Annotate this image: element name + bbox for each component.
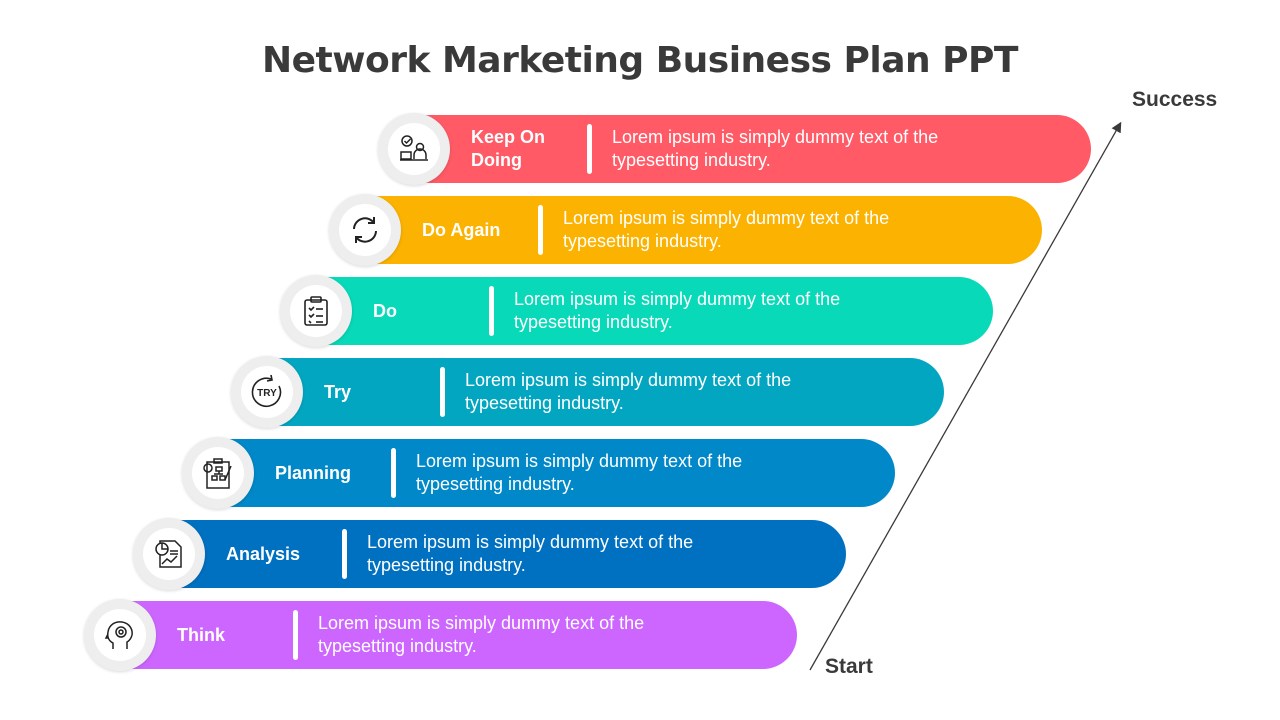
step-divider [489,286,494,336]
analysis-report-icon [143,528,195,580]
step-description: Lorem ipsum is simply dummy text of the … [367,532,694,575]
try-icon: TRY [241,366,293,418]
step-icon-circle [378,113,450,185]
step-label: Keep On Doing [471,127,546,170]
refresh-icon [339,204,391,256]
step-bar [120,601,797,669]
step-icon-circle [133,518,205,590]
start-label: Start [825,655,873,678]
step-label: Planning [275,462,351,483]
step-label: Do Again [422,219,501,240]
step-do-again: Do Again Lorem ipsum is simply dummy text… [0,194,1280,266]
step-description: Lorem ipsum is simply dummy text of the … [465,370,792,413]
page-title: Network Marketing Business Plan PPT [262,40,1019,81]
step-divider [587,124,592,174]
step-try: TRY Try Lorem ipsum is simply dummy text o… [0,356,1280,428]
step-bar [414,115,1091,183]
step-label: Think [177,624,225,645]
svg-text:TRY: TRY [257,388,277,399]
step-description: Lorem ipsum is simply dummy text of the … [416,451,743,494]
step-divider [293,610,298,660]
step-description: Lorem ipsum is simply dummy text of the … [514,289,841,332]
step-icon-circle [329,194,401,266]
step-description: Lorem ipsum is simply dummy text of the … [612,127,939,170]
step-bar [218,439,895,507]
step-divider [342,529,347,579]
step-label: Analysis [226,543,301,564]
step-think: Think Lorem ipsum is simply dummy text of… [0,599,1280,671]
person-laptop-check-icon [388,123,440,175]
step-label: Do [373,300,397,321]
step-bar [169,520,846,588]
step-description: Lorem ipsum is simply dummy text of the … [563,208,890,251]
step-planning: Planning Lorem ipsum is simply dummy text… [0,437,1280,509]
step-divider [538,205,543,255]
step-bar [267,358,944,426]
step-analysis: Analysis Lorem ipsum is simply dummy text… [0,518,1280,590]
clipboard-checklist-icon [290,285,342,337]
step-bar [316,277,993,345]
step-icon-circle [280,275,352,347]
step-do: Do Lorem ipsum is simply dummy text of th… [0,275,1280,347]
step-icon-circle [84,599,156,671]
success-label: Success [1132,88,1218,111]
step-description: Lorem ipsum is simply dummy text of the … [318,613,645,656]
planning-board-icon [192,447,244,499]
step-keep-on-doing: Keep On Doing Lorem ipsum is simply dummy… [0,113,1280,185]
step-icon-circle: TRY [231,356,303,428]
head-gear-icon [94,609,146,661]
step-divider [391,448,396,498]
step-divider [440,367,445,417]
step-icon-circle [182,437,254,509]
step-label: Try [324,381,352,402]
step-bar [365,196,1042,264]
